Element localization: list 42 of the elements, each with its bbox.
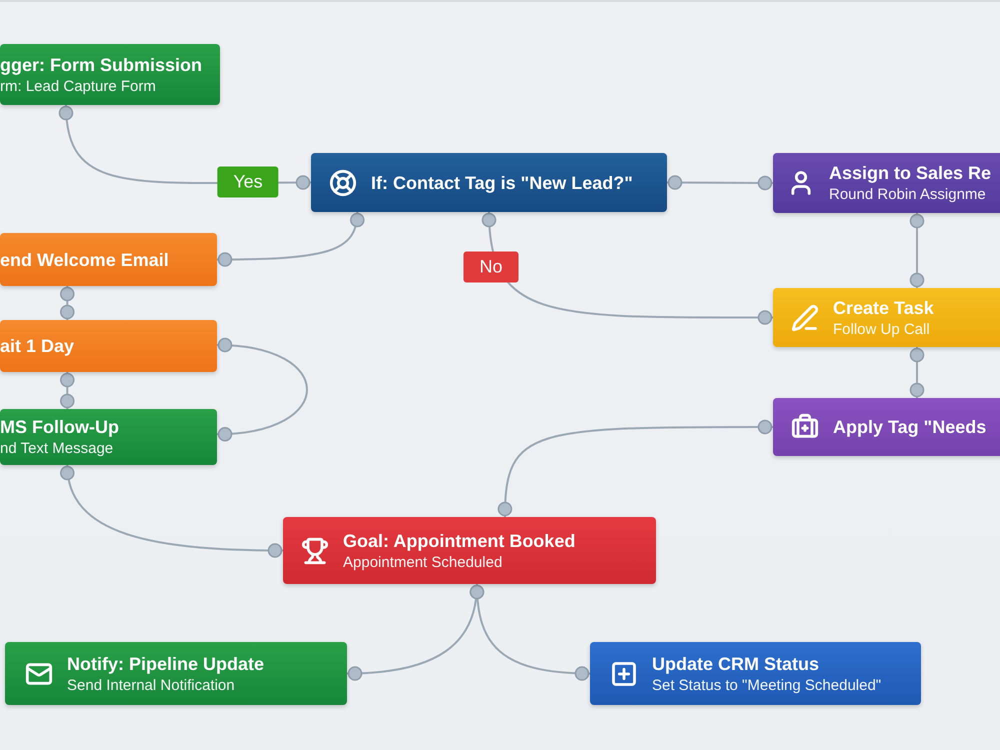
connector	[60, 286, 75, 320]
step-box	[0, 409, 217, 465]
step-title: Assign to Sales Re	[829, 162, 992, 184]
edge-label: No	[464, 252, 518, 282]
step-title: MS Follow-Up	[0, 416, 119, 438]
step-subtitle: Appointment Scheduled	[343, 554, 504, 572]
step-box	[773, 288, 1000, 347]
step-box	[0, 44, 220, 105]
step-title: Apply Tag "Needs	[833, 416, 986, 438]
step-box	[773, 153, 1000, 213]
step-box	[0, 320, 217, 372]
edge-label: Yes	[217, 166, 279, 198]
step-title: Goal: Appointment Booked	[343, 530, 576, 552]
step-title: Update CRM Status	[652, 652, 820, 674]
connector	[910, 347, 924, 398]
step-subtitle: Send Internal Notification	[67, 676, 236, 694]
connector	[667, 175, 773, 190]
step-title: gger: Form Submission	[0, 54, 202, 76]
step-subtitle: Follow Up Call	[833, 320, 931, 338]
step-subtitle: rm: Lead Capture Form	[0, 78, 157, 96]
step-box	[283, 517, 656, 584]
step-subtitle: Set Status to "Meeting Scheduled"	[652, 676, 882, 694]
connector	[216, 338, 308, 441]
step-subtitle: Round Robin Assignme	[829, 186, 987, 204]
connector	[60, 464, 284, 558]
step-title: end Welcome Email	[0, 248, 169, 270]
step-subtitle: nd Text Message	[0, 440, 114, 458]
step-box	[311, 153, 667, 212]
connector	[482, 212, 773, 325]
connector	[498, 420, 773, 518]
connector	[217, 212, 364, 267]
step-title: If: Contact Tag is "New Lead?"	[371, 172, 633, 194]
step-box	[590, 642, 921, 705]
step-box	[773, 398, 1000, 456]
step-title: Create Task	[833, 296, 934, 318]
step-title: Notify: Pipeline Update	[67, 652, 264, 674]
connector	[60, 372, 75, 409]
step-box	[0, 233, 217, 286]
step-box	[5, 642, 347, 705]
connector	[910, 213, 924, 288]
step-title: ait 1 Day	[0, 335, 74, 357]
connector	[470, 584, 590, 681]
